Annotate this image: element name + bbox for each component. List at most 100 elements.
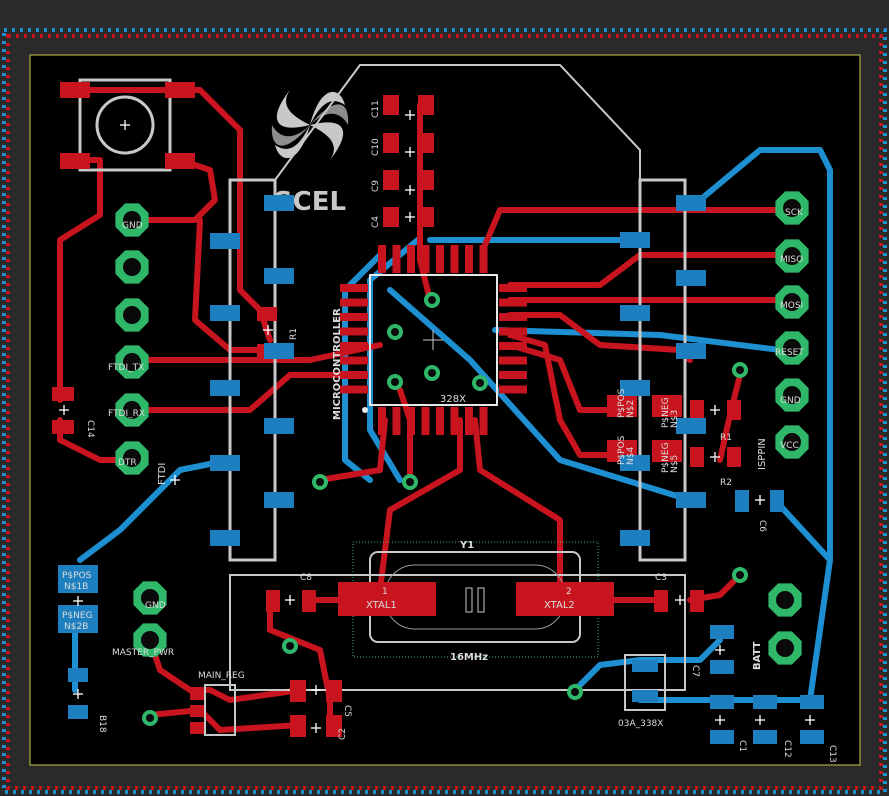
led1-neg-net-label: N$2B <box>64 622 88 632</box>
crystal-freq-label: 16MHz <box>450 652 488 663</box>
mcu-pin <box>340 371 368 379</box>
batt-label: BATT <box>752 641 763 670</box>
ftdi-rts-label: DTR <box>118 458 137 468</box>
r2-label: R2 <box>720 478 732 488</box>
c4-label: C4 <box>371 216 381 228</box>
via-hole <box>316 478 324 486</box>
header-pin-hole <box>783 433 801 451</box>
led2-pos-label: P$POS <box>617 388 627 418</box>
c13-label: C13 <box>827 745 837 763</box>
mcu-pin <box>392 245 401 273</box>
mcu-pin <box>479 245 488 273</box>
mcu-pin <box>407 407 415 435</box>
header-pin-hole <box>783 386 801 404</box>
c6-label: C6 <box>757 520 767 532</box>
header-pin-hole <box>783 293 801 311</box>
gnd-isp-label: GND <box>780 396 801 406</box>
mcu-pin <box>479 407 488 435</box>
board-outline <box>29 54 861 766</box>
miso-label: MISO <box>780 255 803 265</box>
mcu-pin <box>436 245 444 273</box>
mcu-pin <box>392 407 401 435</box>
gnd-pwr-label: GND <box>145 601 166 611</box>
c8-label: C8 <box>300 573 312 583</box>
isppin-label: ISPPIN <box>757 438 768 470</box>
via-hole <box>391 328 399 336</box>
led3-pos-net-label: N$4 <box>626 447 636 465</box>
mcu-pin <box>499 371 527 379</box>
led3-neg-label: P$NEG <box>661 442 671 473</box>
c2-label: C2 <box>338 728 348 740</box>
mcu-pin <box>499 342 527 350</box>
header-pin-hole <box>123 401 141 419</box>
mcu-pin <box>340 327 368 336</box>
gnd-top-label: GND <box>122 221 143 231</box>
led1-neg-label: P$NEG <box>62 611 93 621</box>
mcu-pin <box>407 245 415 273</box>
via-hole <box>736 366 744 374</box>
led3-neg-net-label: N$5 <box>670 455 680 473</box>
crystal-ref-label: Y1 <box>459 540 474 551</box>
ftdi-label: FTDI <box>157 463 168 485</box>
header-pins <box>115 191 809 665</box>
main-reg-label: MAIN_REG <box>198 671 245 681</box>
led3-pos-label: P$POS <box>617 435 627 465</box>
mcu-pin <box>340 356 368 365</box>
via-hole <box>736 571 744 579</box>
component-origins <box>59 110 815 733</box>
reset-label: RESET <box>775 348 804 358</box>
header-pin-hole <box>783 199 801 217</box>
mcu-pin <box>421 407 430 435</box>
via-hole <box>391 378 399 386</box>
c11-label: C11 <box>371 100 381 118</box>
mcu-pin <box>499 298 527 307</box>
r1-left-label: R1 <box>289 328 299 340</box>
ftdi-rx-label: FTDI_RX <box>108 409 145 419</box>
c10-label: C10 <box>371 138 381 156</box>
xtal1-label: XTAL1 <box>366 600 397 611</box>
mcu-pin <box>340 385 368 394</box>
mcu-pin <box>499 385 527 394</box>
vcc-isp-label: VCC <box>780 441 799 451</box>
header-pin-hole <box>783 247 801 265</box>
bottom-keepout-outline <box>2 28 887 794</box>
mcu-pin <box>340 342 368 350</box>
via-hole <box>428 369 436 377</box>
led2-pos-net-label: N$2 <box>626 400 636 418</box>
header-pin-hole <box>776 639 794 657</box>
led2-neg-net-label: N$3 <box>670 410 680 428</box>
mcu-pin <box>340 313 368 321</box>
mcu-pin <box>465 245 473 273</box>
scel-logo: SCEL <box>271 90 349 217</box>
vias <box>142 292 748 726</box>
mcu-pin <box>499 313 527 321</box>
c7-label: C7 <box>690 665 700 677</box>
bottom-pads <box>58 195 824 744</box>
logo-swirl-icon <box>271 90 349 160</box>
via-hole <box>146 714 154 722</box>
sck-label: SCK <box>785 208 804 218</box>
via-hole <box>571 688 579 696</box>
c12-label: C12 <box>782 740 792 758</box>
led2-neg-label: P$NEG <box>661 397 671 428</box>
via-hole <box>406 478 414 486</box>
c1-label: C1 <box>737 740 747 752</box>
mcu-pin <box>378 245 386 273</box>
mcu-pin <box>436 407 444 435</box>
c9-label: C9 <box>371 180 381 192</box>
mcu-pin <box>421 245 430 273</box>
mcu-pin <box>499 327 527 336</box>
mcu-pin <box>499 356 527 365</box>
via-hole <box>428 296 436 304</box>
silkscreen-labels: MICROCONTROLLER 328X Y1 16MHz XTAL1 XTAL… <box>62 100 837 763</box>
mcu-pin <box>450 245 459 273</box>
header-pin-hole <box>123 211 141 229</box>
silkscreen-layer <box>78 64 687 736</box>
mcu-label: MICROCONTROLLER <box>332 308 343 420</box>
header-pin-hole <box>141 631 159 649</box>
via-hole <box>286 642 294 650</box>
header-pin-hole <box>123 306 141 324</box>
master-pwr-label: MASTER_PWR <box>112 648 174 658</box>
mcu-outline <box>369 274 498 406</box>
